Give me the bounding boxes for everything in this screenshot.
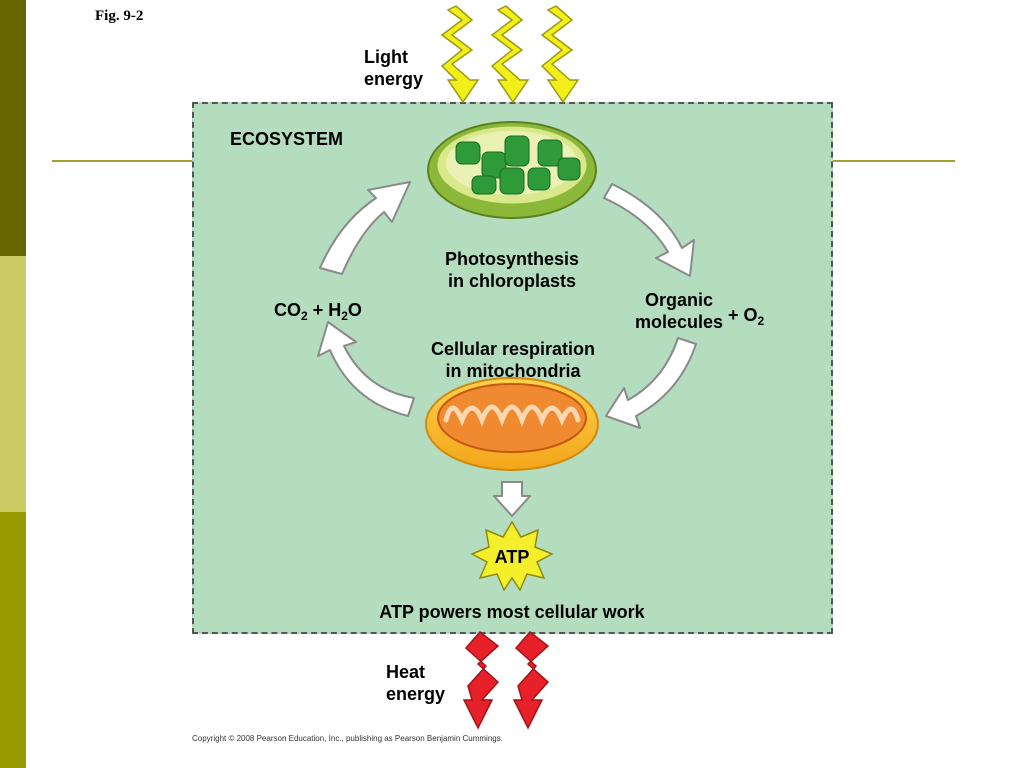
atp-label: ATP [494, 547, 530, 567]
light-energy-bolts [440, 5, 580, 104]
arrow-to-organic-icon [603, 183, 695, 277]
atp-starburst-icon [470, 520, 554, 592]
arrow-to-atp-icon [493, 481, 531, 517]
light-bolt-icon [440, 5, 480, 104]
divider-right [829, 160, 955, 162]
atp-caption: ATP powers most cellular work [379, 602, 645, 622]
ecosystem-title: ECOSYSTEM [230, 129, 344, 149]
arrow-to-chloroplast-icon [319, 181, 411, 275]
chloroplast-icon [427, 121, 597, 219]
heat-energy-bolts [462, 630, 550, 730]
o2-label: + O2 [728, 305, 765, 328]
arrow-to-co2-icon [317, 321, 415, 417]
divider-left [52, 160, 192, 162]
mitochondrion-icon [425, 377, 599, 471]
light-bolt-icon [490, 5, 530, 104]
light-bolt-icon [540, 5, 580, 104]
side-stripe-mid [0, 512, 26, 768]
arrow-to-mitochondria-icon [605, 337, 697, 429]
heat-bolt-icon [512, 630, 550, 730]
co2-h2o-label: CO2 + H2O [274, 300, 362, 323]
heat-bolt-icon [462, 630, 500, 730]
side-stripe-dark [0, 0, 26, 256]
side-stripe-light [0, 256, 26, 512]
cycle-arrows [317, 181, 697, 429]
copyright-notice: Copyright © 2008 Pearson Education, Inc.… [192, 734, 503, 743]
figure-label: Fig. 9-2 [95, 8, 144, 24]
